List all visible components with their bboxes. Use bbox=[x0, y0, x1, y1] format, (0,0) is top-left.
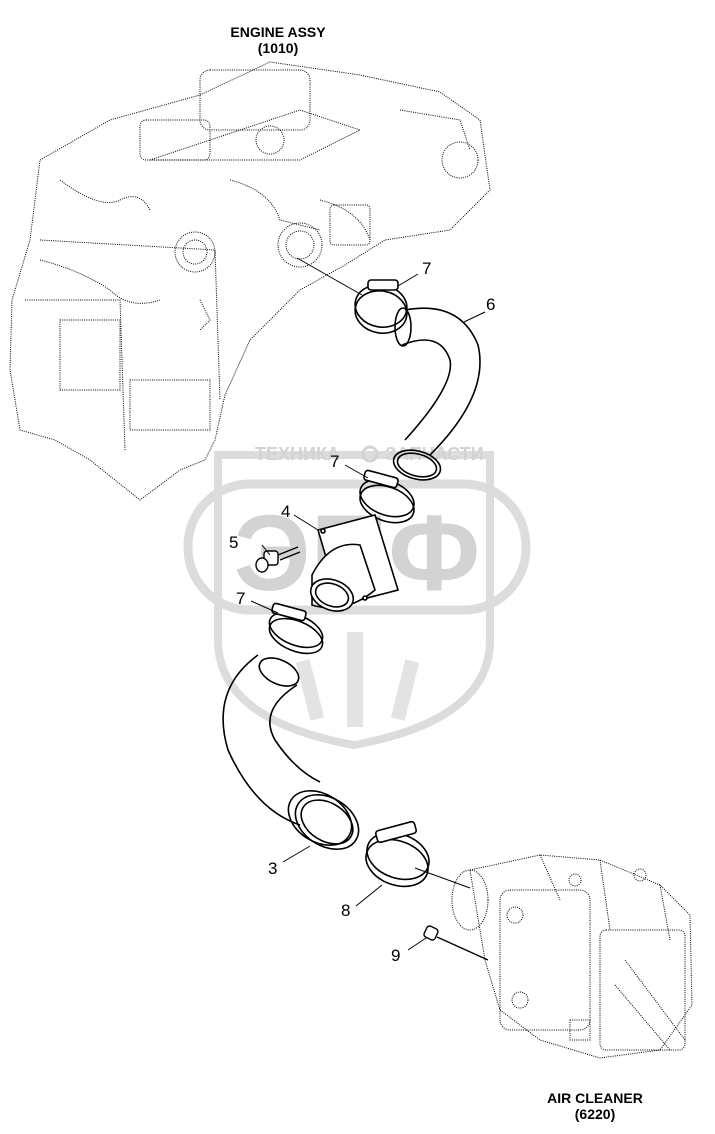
leader-clamp8-aircleaner bbox=[414, 867, 471, 889]
clamp-8 bbox=[365, 820, 430, 888]
callout-7-middle: 7 bbox=[330, 452, 369, 479]
watermark-gear-icon bbox=[361, 445, 379, 463]
callout-4-number: 4 bbox=[281, 502, 290, 521]
engine-assy-caption: ENGINE ASSY (1010) bbox=[198, 24, 358, 56]
callout-7-upper-number: 7 bbox=[422, 259, 431, 278]
leader-engine bbox=[296, 257, 363, 296]
callout-5-number: 5 bbox=[229, 533, 238, 552]
fitting-9 bbox=[423, 925, 489, 961]
callout-4: 4 bbox=[281, 502, 319, 531]
watermark-stalks bbox=[295, 632, 420, 727]
watermark-top-left: ТЕХНИКА bbox=[255, 444, 340, 464]
engine-assembly bbox=[9, 61, 491, 501]
callout-9: 9 bbox=[391, 937, 427, 965]
callout-5: 5 bbox=[229, 533, 238, 552]
callout-8: 8 bbox=[341, 884, 383, 920]
air-cleaner-title: AIR CLEANER bbox=[547, 1090, 643, 1106]
air-cleaner-caption: AIR CLEANER (6220) bbox=[515, 1090, 675, 1122]
flange-adapter-4 bbox=[309, 514, 400, 612]
callout-8-number: 8 bbox=[341, 901, 350, 920]
callout-7-middle-number: 7 bbox=[330, 452, 339, 471]
callout-7-lower: 7 bbox=[236, 589, 279, 614]
hose-6 bbox=[392, 307, 481, 481]
hose-3 bbox=[222, 654, 360, 850]
callout-9-number: 9 bbox=[391, 946, 400, 965]
callout-3: 3 bbox=[268, 845, 311, 878]
engine-assy-title: ENGINE ASSY bbox=[230, 24, 326, 40]
engine-assy-code: (1010) bbox=[257, 40, 299, 56]
bolt-5 bbox=[255, 546, 301, 573]
callout-3-number: 3 bbox=[268, 859, 277, 878]
watermark-top-right: ЗАПЧАСТИ bbox=[385, 444, 484, 464]
clamp-7-middle bbox=[359, 469, 415, 524]
callout-6-number: 6 bbox=[486, 295, 495, 314]
leader-5 bbox=[261, 544, 271, 556]
callout-6: 6 bbox=[463, 295, 495, 323]
clamp-7-lower bbox=[268, 602, 324, 655]
callout-7-upper: 7 bbox=[397, 259, 431, 287]
callout-7-lower-number: 7 bbox=[236, 589, 245, 608]
air-cleaner-assembly bbox=[451, 854, 693, 1059]
air-cleaner-code: (6220) bbox=[574, 1106, 616, 1122]
